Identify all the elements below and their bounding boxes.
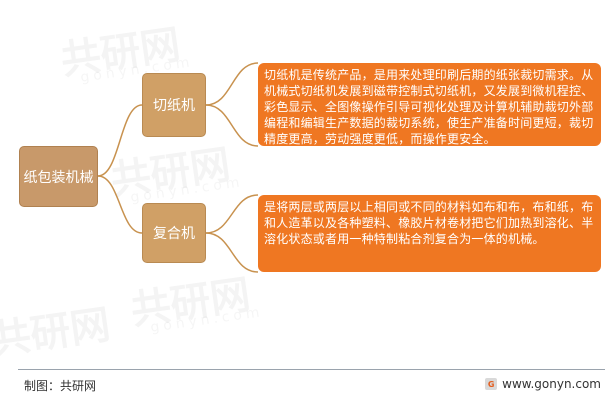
brand-logo-icon: G — [485, 378, 498, 390]
root-label: 纸包装机械 — [23, 169, 94, 186]
root-node: 纸包装机械 — [19, 146, 98, 207]
connector-branch-2-to-desc — [205, 232, 259, 273]
branch-description-laminator: 是将两层或两层以上相同或不同的材料如布和布，布和纸，布和人造革以及各种塑料、橡胶… — [258, 195, 601, 272]
connector-root-to-branch-1 — [97, 104, 143, 177]
branch-node-cutter: 切纸机 — [142, 73, 206, 137]
source-credit: 制图：共研网 — [24, 379, 97, 393]
branch-label: 切纸机 — [153, 98, 195, 114]
description-text: 是将两层或两层以上相同或不同的材料如布和布，布和纸，布和人造革以及各种塑料、橡胶… — [264, 200, 594, 246]
footer-divider — [18, 369, 605, 370]
footer-url: www.gonyn.com — [502, 377, 601, 391]
description-text: 切纸机是传统产品，是用来处理印刷后期的纸张裁切需求。从机械式切纸机发展到磁带控制… — [264, 68, 594, 146]
footer-site: G www.gonyn.com — [485, 377, 601, 391]
branch-node-laminator: 复合机 — [142, 203, 206, 263]
branch-description-cutter: 切纸机是传统产品，是用来处理印刷后期的纸张裁切需求。从机械式切纸机发展到磁带控制… — [258, 63, 601, 146]
connector-branch-2-to-desc — [205, 194, 259, 234]
connector-root-to-branch-2 — [97, 175, 143, 234]
branch-label: 复合机 — [153, 226, 195, 242]
connector-branch-1-to-desc — [205, 104, 259, 147]
connector-branch-1-to-desc — [205, 62, 259, 106]
